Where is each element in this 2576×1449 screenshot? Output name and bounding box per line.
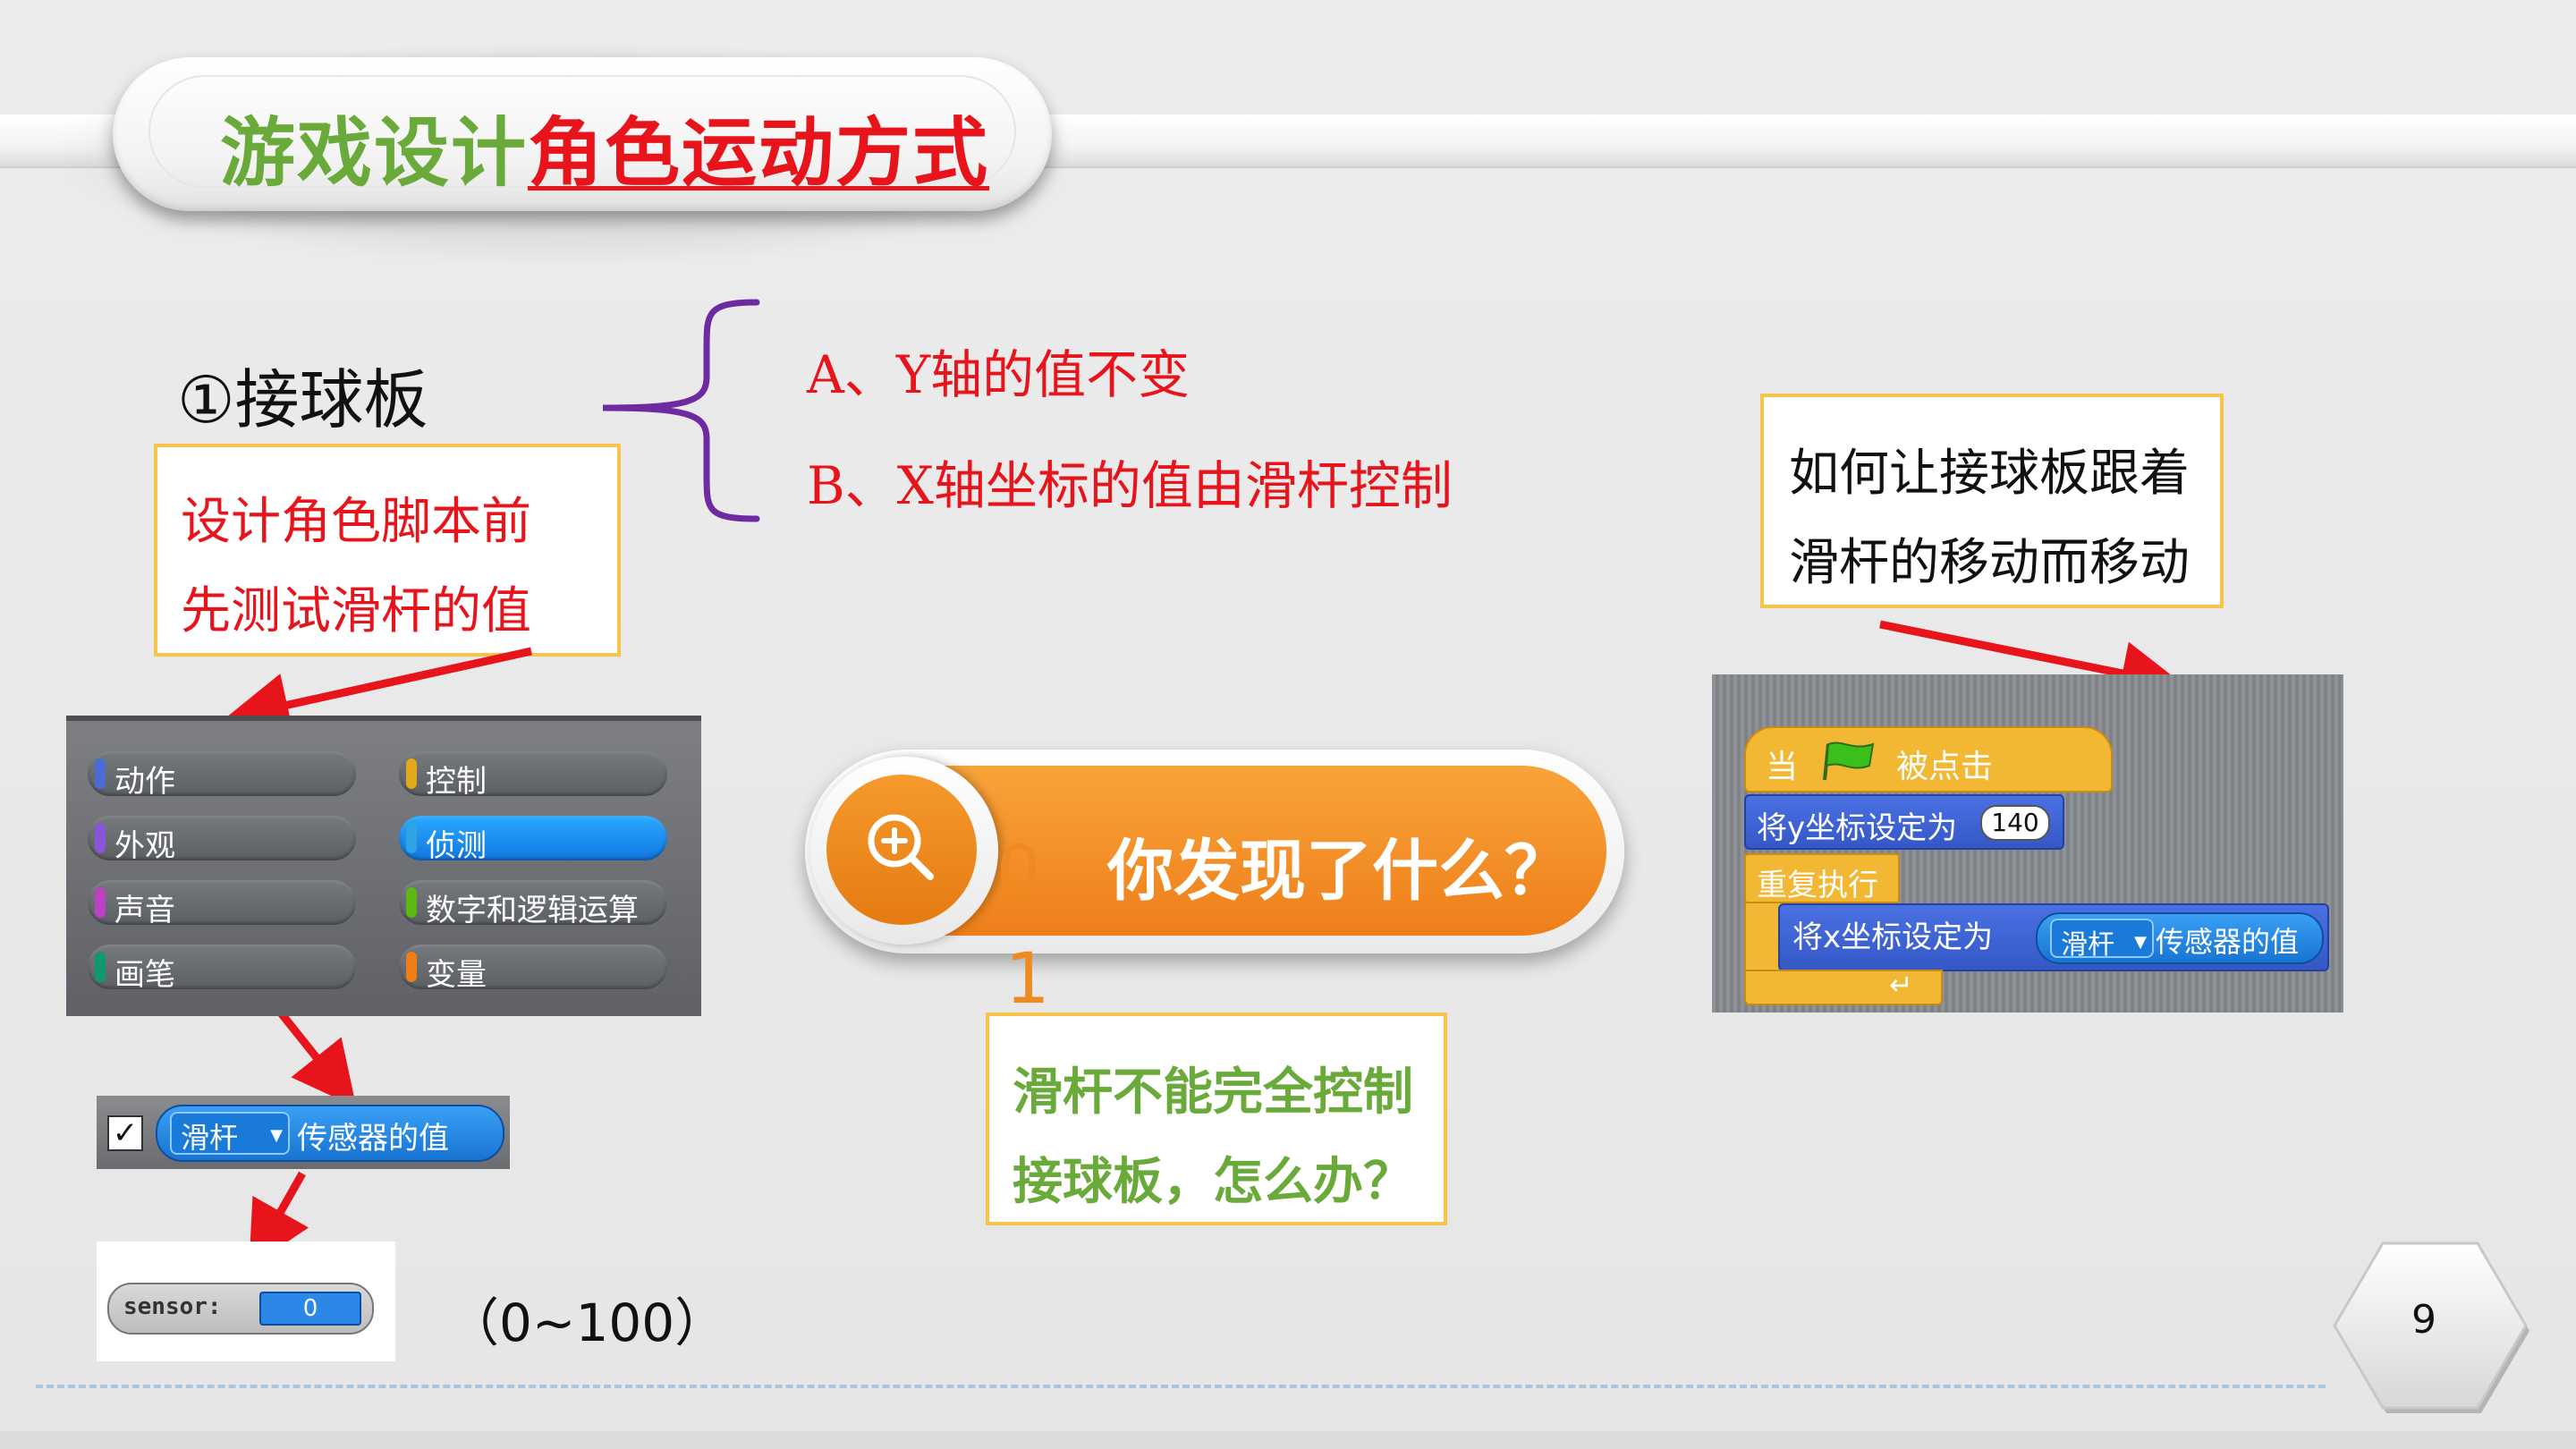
page-number-hexagon-icon [2333,1241,2529,1413]
banner-stray-digit-1: 1 [1005,939,1050,1020]
zoom-in-icon [868,814,934,880]
arrow-to-monitor-icon [249,1171,309,1268]
sensor-monitor-pill: sensor: 0 [107,1283,374,1335]
scratch-category-palette: 动作 控制 外观 侦测 声音 数字和逻辑运算 画笔 变量 [66,716,701,1016]
title-pill: 游戏设计角色运动方式 [113,57,1052,211]
banner-stray-digit-0: 0 [996,832,1041,912]
palette-label: 画笔 [114,957,175,993]
palette-label: 变量 [426,957,487,993]
discovery-banner: 你发现了什么？ [805,750,1624,953]
sensor-value-block[interactable]: 滑杆 ▼ 传感器的值 [156,1105,504,1162]
hint-line-2: 滑杆的移动而移动 [1789,534,2190,592]
palette-label: 侦测 [426,828,487,864]
palette-item-sensing[interactable]: 侦测 [399,816,667,864]
title-inner-ring [148,75,1016,188]
footer-dashed-line [36,1385,2326,1388]
option-a: A、Y轴的值不变 [807,344,1191,405]
y-value-field[interactable]: 140 [1980,805,2050,841]
sensor-checkbox[interactable]: ✓ [107,1115,143,1151]
footer-band [0,1431,2576,1449]
tip-box: 设计角色脚本前 先测试滑杆的值 [154,444,621,657]
hint-line-1: 如何让接球板跟着 [1789,445,2190,503]
question-line-2: 接球板，怎么办？ [1013,1153,1413,1211]
sensor-block-text: 传感器的值 [297,1121,449,1157]
set-y-block[interactable]: 将y坐标设定为 140 [1744,794,2064,850]
page-number: 9 [2411,1297,2436,1343]
title-part-1: 游戏设计 [220,109,529,197]
sensor-dropdown-label: 滑杆 [181,1121,239,1155]
control-color-bar [406,758,417,789]
set-x-label: 将x坐标设定为 [1792,919,1994,955]
palette-label: 数字和逻辑运算 [426,893,639,928]
sensor-dropdown[interactable]: 滑杆 ▼ [170,1112,290,1155]
sensing-color-bar [406,823,417,853]
palette-label: 外观 [114,828,175,864]
set-x-block[interactable]: 将x坐标设定为 滑杆 ▼ 传感器的值 [1778,903,2329,971]
set-x-sensor-dropdown[interactable]: 滑杆 ▼ [2050,919,2154,961]
palette-item-sound[interactable]: 声音 [88,880,356,928]
question-box: 滑杆不能完全控制 接球板，怎么办？ [986,1013,1447,1225]
palette-item-variables[interactable]: 变量 [399,945,667,993]
option-b: B、X轴坐标的值由滑杆控制 [807,455,1453,516]
palette-item-control[interactable]: 控制 [399,751,667,800]
set-x-sensor-text: 传感器的值 [2156,925,2300,959]
tip-line-1: 设计角色脚本前 [181,493,531,551]
set-y-label: 将y坐标设定为 [1757,810,1958,846]
palette-item-looks[interactable]: 外观 [88,816,356,864]
loop-return-arrow-icon: ↵ [1889,968,1913,1002]
palette-item-operators[interactable]: 数字和逻辑运算 [399,880,667,928]
tip-line-2: 先测试滑杆的值 [181,582,531,640]
sensor-monitor-value: 0 [259,1292,361,1326]
sound-color-bar [95,887,106,918]
slide-title: 游戏设计角色运动方式 [220,93,989,201]
hat-clicked-label: 被点击 [1896,749,1994,785]
sensor-reporter-strip: ✓ 滑杆 ▼ 传感器的值 [97,1096,510,1169]
set-x-dropdown-label: 滑杆 [2061,929,2114,961]
operators-color-bar [406,887,417,918]
palette-label: 声音 [114,893,175,928]
palette-label: 动作 [114,764,175,800]
palette-item-motion[interactable]: 动作 [88,751,356,800]
title-part-2: 角色运动方式 [528,109,990,197]
section-label: ①接球板 [177,362,428,437]
scratch-script-area: 当 被点击 将y坐标设定为 140 重复执行 将x坐标设定为 滑杆 ▼ 传感器的… [1712,674,2343,1013]
range-text: （0~100） [447,1292,727,1353]
hint-box: 如何让接球板跟着 滑杆的移动而移动 [1760,394,2224,608]
sensor-monitor: sensor: 0 [97,1241,395,1361]
arrow-to-script-icon [1879,620,2186,706]
when-flag-clicked-block[interactable]: 当 被点击 [1744,726,2113,792]
sensor-monitor-label: sensor: [123,1293,222,1320]
banner-text: 你发现了什么？ [1107,833,1571,910]
arrow-to-palette-icon [224,647,532,737]
looks-color-bar [95,823,106,853]
chevron-down-icon: ▼ [2134,933,2147,952]
banner-disc [810,757,998,945]
motion-color-bar [95,758,106,789]
banner-disc-inner [826,775,977,925]
chevron-down-icon: ▼ [270,1126,283,1145]
pen-color-bar [95,952,106,982]
palette-label: 控制 [426,764,487,800]
palette-item-pen[interactable]: 画笔 [88,945,356,993]
green-flag-icon [1823,741,1875,781]
set-x-sensor-reporter[interactable]: 滑杆 ▼ 传感器的值 [2036,912,2324,964]
question-line-1: 滑杆不能完全控制 [1013,1063,1413,1122]
hat-when-label: 当 [1766,749,1799,785]
repeat-label: 重复执行 [1757,868,1878,903]
variables-color-bar [406,952,417,982]
repeat-loop-bottom: ↵ [1744,968,1943,1005]
repeat-block[interactable]: 重复执行 [1744,853,1900,903]
curly-brace-icon [602,299,760,522]
